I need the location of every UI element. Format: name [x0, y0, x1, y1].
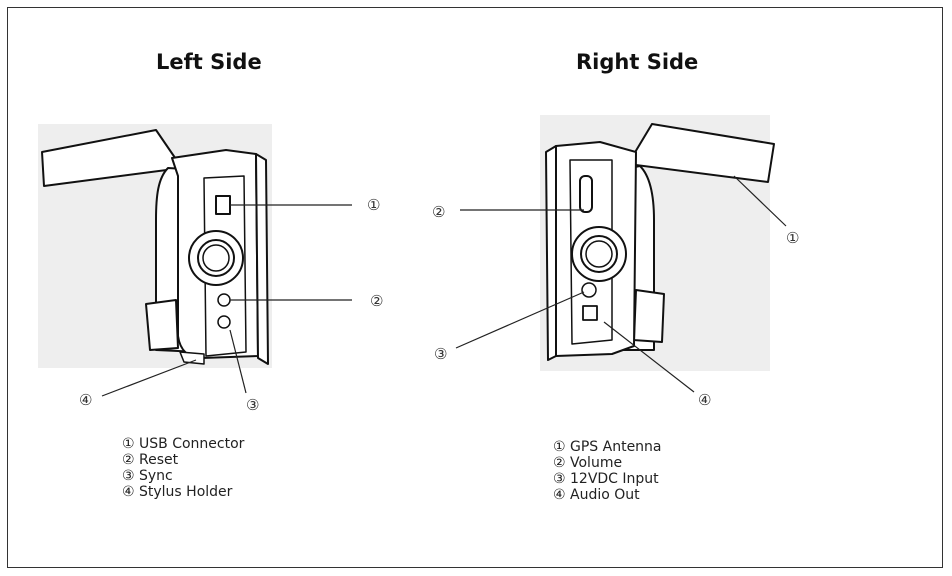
right-legend-item-gps-antenna: ① GPS Antenna	[553, 439, 662, 455]
left-device-illustration	[38, 124, 272, 368]
right-side-title: Right Side	[576, 50, 699, 74]
right-legend: ① GPS Antenna ② Volume ③ 12VDC Input ④ A…	[553, 439, 662, 503]
left-callout-1: ①	[367, 196, 380, 214]
right-legend-item-audio-out: ④ Audio Out	[553, 487, 640, 503]
right-callout-2: ②	[432, 203, 445, 221]
right-device-illustration	[540, 115, 775, 371]
right-callout-line-3	[455, 291, 585, 349]
left-callout-4: ④	[79, 391, 92, 409]
left-legend-item-stylus-holder: ④ Stylus Holder	[122, 484, 233, 500]
left-legend-item-reset: ② Reset	[122, 452, 179, 468]
right-callout-1: ①	[786, 229, 799, 247]
right-callout-3: ③	[434, 345, 447, 363]
left-side-title: Left Side	[156, 50, 262, 74]
left-callout-line-4	[101, 359, 197, 397]
right-legend-item-volume: ② Volume	[553, 455, 623, 471]
left-legend-item-sync: ③ Sync	[122, 468, 173, 484]
left-callout-line-3	[229, 329, 247, 394]
left-legend-item-usb-connector: ① USB Connector	[122, 436, 245, 452]
left-legend: ① USB Connector ② Reset ③ Sync ④ Stylus …	[122, 436, 244, 500]
left-callout-3: ③	[246, 396, 259, 414]
diagram-frame	[7, 7, 943, 568]
left-callout-2: ②	[370, 292, 383, 310]
right-legend-item-12vdc-input: ③ 12VDC Input	[553, 471, 659, 487]
right-callout-4: ④	[698, 391, 711, 409]
right-callout-line-4	[603, 321, 695, 393]
right-callout-line-1	[733, 175, 787, 227]
